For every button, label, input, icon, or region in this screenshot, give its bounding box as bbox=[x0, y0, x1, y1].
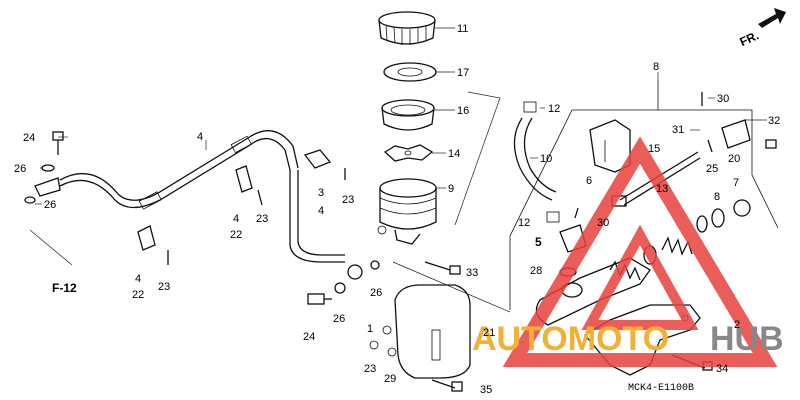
callout-26-mid: 26 bbox=[370, 287, 382, 299]
callout-2: 2 bbox=[734, 319, 740, 331]
callout-29: 30 bbox=[597, 217, 609, 229]
drawing-code: MCK4-E1100B bbox=[628, 383, 694, 394]
callout-30: 30 bbox=[717, 93, 729, 105]
part-32 bbox=[765, 139, 777, 149]
callout-32: 32 bbox=[768, 115, 780, 127]
callout-leaders bbox=[35, 27, 767, 205]
float-plate bbox=[383, 144, 434, 162]
callout-23: 23 bbox=[364, 363, 376, 375]
front-direction-label: FR. bbox=[737, 28, 760, 49]
callout-7: 7 bbox=[733, 177, 739, 189]
callout-10: 10 bbox=[540, 153, 552, 165]
callout-22-lower: 23 bbox=[158, 281, 170, 293]
callout-13: 13 bbox=[656, 183, 668, 195]
callout-1: 1 bbox=[367, 323, 373, 335]
callout-3: 3 bbox=[318, 187, 324, 199]
callout-24-lower: 24 bbox=[303, 331, 315, 343]
callout-14: 14 bbox=[448, 148, 460, 160]
callout-15: 15 bbox=[648, 143, 660, 155]
watermark-triangle bbox=[502, 136, 778, 367]
callout-8-lower: 8 bbox=[714, 191, 720, 203]
reservoir-cap bbox=[378, 11, 436, 45]
callout-21-lower: 22 bbox=[132, 289, 144, 301]
leader-lines bbox=[29, 91, 511, 313]
banjo-bolt-lower bbox=[307, 260, 380, 305]
callout-17: 17 bbox=[457, 67, 469, 79]
callout-33: 33 bbox=[466, 267, 478, 279]
callout-34: 34 bbox=[716, 363, 728, 375]
callout-28: 29 bbox=[384, 373, 396, 385]
callout-26-left: 26 bbox=[44, 199, 56, 211]
callout-22-right: 23 bbox=[342, 194, 354, 206]
callout-24-upper: 24 bbox=[23, 132, 35, 144]
master-cylinder-assembly-box bbox=[509, 80, 779, 310]
diaphragm bbox=[381, 99, 435, 131]
callout-numbers: 11 17 16 14 9 12 10 12 30 5 28 4 24 26 2… bbox=[14, 23, 780, 396]
watermark-text-left: AUTOMOTO bbox=[472, 320, 669, 358]
callout-12-lower: 12 bbox=[518, 217, 530, 229]
front-arrow-icon bbox=[758, 8, 786, 28]
diaphragm-plate bbox=[383, 62, 437, 82]
bolt-33 bbox=[424, 261, 461, 275]
callout-21-mid: 22 bbox=[230, 229, 242, 241]
hose-clip-group bbox=[137, 149, 346, 265]
bracket-19 bbox=[707, 119, 751, 153]
reservoir bbox=[377, 178, 437, 245]
master-cylinder-cover bbox=[369, 284, 471, 379]
callout-6: 6 bbox=[586, 175, 592, 187]
callout-26-lower: 26 bbox=[333, 313, 345, 325]
front-direction-indicator: FR. bbox=[737, 8, 786, 49]
callout-25: 25 bbox=[706, 163, 718, 175]
callout-27: 28 bbox=[530, 265, 542, 277]
callout-12-upper: 12 bbox=[548, 103, 560, 115]
callout-5: 5 bbox=[535, 235, 542, 249]
callout-31: 31 bbox=[672, 124, 684, 136]
callout-4-lower: 4 bbox=[135, 273, 141, 285]
callout-4-clip: 4 bbox=[318, 205, 324, 217]
callout-4-mid: 4 bbox=[233, 213, 239, 225]
reservoir-hose bbox=[513, 101, 560, 223]
callout-20: 21 bbox=[483, 327, 495, 339]
reference-label: F-12 bbox=[52, 281, 77, 295]
callout-35: 35 bbox=[480, 384, 492, 396]
callout-16: 16 bbox=[457, 105, 469, 117]
watermark-text-right: HUB bbox=[710, 320, 784, 358]
brake-hose bbox=[59, 130, 363, 280]
callout-22-mid: 23 bbox=[256, 213, 268, 225]
callout-9: 9 bbox=[448, 183, 454, 195]
callout-4-hose: 4 bbox=[197, 131, 203, 143]
bolt-35 bbox=[431, 379, 463, 392]
callout-8: 8 bbox=[653, 61, 659, 73]
callout-19: 20 bbox=[728, 153, 740, 165]
callout-26-upper: 26 bbox=[14, 163, 26, 175]
callout-11: 11 bbox=[457, 23, 468, 35]
